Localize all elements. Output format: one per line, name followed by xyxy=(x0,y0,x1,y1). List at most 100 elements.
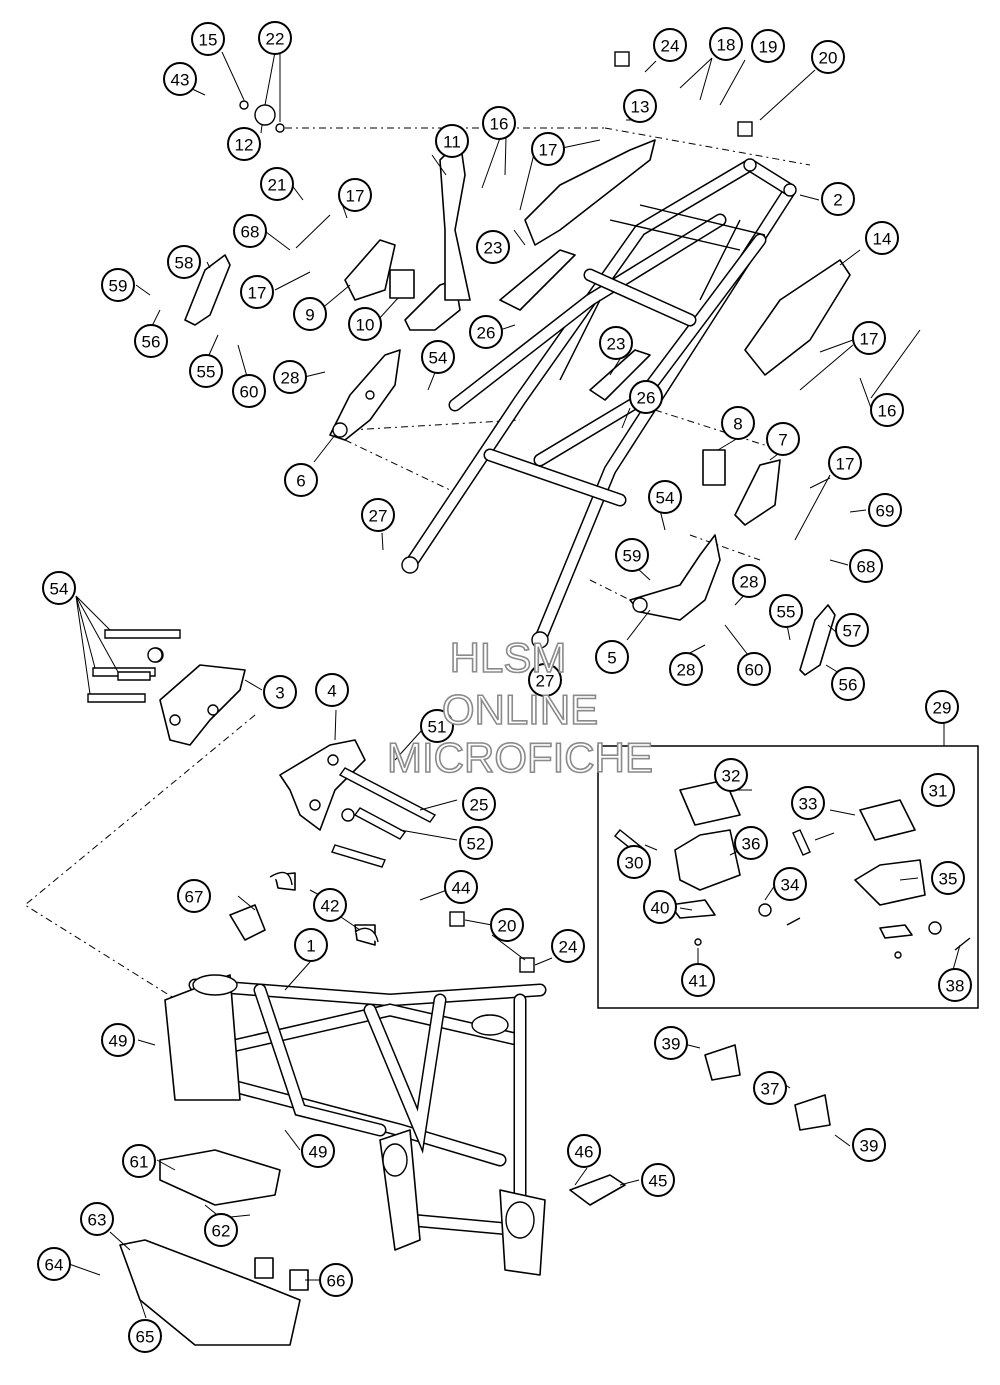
callout-15: 15 xyxy=(191,22,225,56)
callout-number: 27 xyxy=(536,672,555,691)
callout-26: 26 xyxy=(469,315,503,349)
callout-number: 68 xyxy=(857,558,876,577)
callout-10: 10 xyxy=(348,307,382,341)
callout-55: 55 xyxy=(769,594,803,628)
callout-number: 25 xyxy=(470,796,489,815)
callout-circle xyxy=(167,245,201,279)
callout-circle xyxy=(732,564,766,598)
callout-circle xyxy=(284,463,318,497)
callout-61: 61 xyxy=(122,1144,156,1178)
callout-number: 3 xyxy=(275,684,284,703)
callout-number: 36 xyxy=(742,835,761,854)
callout-number: 44 xyxy=(452,879,471,898)
callout-18: 18 xyxy=(709,27,743,61)
callout-circle xyxy=(714,758,748,792)
callout-17: 17 xyxy=(531,132,565,166)
callout-circle xyxy=(37,1247,71,1281)
callout-circle xyxy=(101,1023,135,1057)
callout-number: 14 xyxy=(873,230,892,249)
callout-31: 31 xyxy=(921,773,955,807)
callout-circle xyxy=(469,315,503,349)
callout-number: 2 xyxy=(833,191,842,210)
callout-number: 8 xyxy=(733,415,742,434)
callout-number: 69 xyxy=(876,502,895,521)
callout-26: 26 xyxy=(629,380,663,414)
callout-circle xyxy=(643,890,677,924)
callout-number: 49 xyxy=(309,1143,328,1162)
callout-20: 20 xyxy=(811,40,845,74)
callout-28: 28 xyxy=(273,360,307,394)
callout-circle xyxy=(240,275,274,309)
callout-circle xyxy=(567,1134,601,1168)
callout-64: 64 xyxy=(37,1247,71,1281)
callout-number: 39 xyxy=(662,1035,681,1054)
callout-number: 13 xyxy=(631,98,650,117)
watermark-line-3: MICROFICHE xyxy=(387,734,653,781)
callout-number: 68 xyxy=(241,223,260,242)
callout-44: 44 xyxy=(444,870,478,904)
callout-circle xyxy=(189,354,223,388)
callout-number: 60 xyxy=(745,661,764,680)
callout-number: 56 xyxy=(142,333,161,352)
callout-2: 2 xyxy=(821,182,855,216)
callout-number: 66 xyxy=(327,1272,346,1291)
callout-number: 64 xyxy=(45,1256,64,1275)
callout-circle xyxy=(444,870,478,904)
callout-17: 17 xyxy=(828,446,862,480)
callout-17: 17 xyxy=(240,275,274,309)
callout-number: 5 xyxy=(607,649,616,668)
callout-6: 6 xyxy=(284,463,318,497)
footpeg-kit-box xyxy=(597,745,979,1009)
callout-circle xyxy=(490,908,524,942)
callout-circle xyxy=(101,268,135,302)
callout-43: 43 xyxy=(163,62,197,96)
callout-57: 57 xyxy=(835,613,869,647)
callout-circle xyxy=(233,214,267,248)
callout-60: 60 xyxy=(232,374,266,408)
right-footrest-bracket xyxy=(629,534,721,621)
callout-circle xyxy=(80,1202,114,1236)
callout-number: 16 xyxy=(878,402,897,421)
callout-number: 45 xyxy=(649,1172,668,1191)
callout-5: 5 xyxy=(595,640,629,674)
callout-60: 60 xyxy=(737,652,771,686)
callout-circle xyxy=(734,826,768,860)
callout-number: 12 xyxy=(235,136,254,155)
callout-40: 40 xyxy=(643,890,677,924)
callout-9: 9 xyxy=(293,297,327,331)
callout-20: 20 xyxy=(490,908,524,942)
callout-49: 49 xyxy=(101,1023,135,1057)
callout-circle xyxy=(315,673,349,707)
callout-49: 49 xyxy=(301,1134,335,1168)
callout-number: 38 xyxy=(946,977,965,996)
callout-22: 22 xyxy=(258,21,292,55)
callout-4: 4 xyxy=(315,673,349,707)
callout-66: 66 xyxy=(319,1263,353,1297)
callout-32: 32 xyxy=(714,758,748,792)
callout-14: 14 xyxy=(865,221,899,255)
callout-19: 19 xyxy=(751,29,785,63)
callout-42: 42 xyxy=(313,888,347,922)
callout-circle xyxy=(831,667,865,701)
callout-58: 58 xyxy=(167,245,201,279)
callout-circle xyxy=(648,480,682,514)
callout-45: 45 xyxy=(641,1163,675,1197)
callout-circle xyxy=(709,27,743,61)
callout-38: 38 xyxy=(938,968,972,1002)
callout-circle xyxy=(421,340,455,374)
callout-68: 68 xyxy=(849,549,883,583)
callout-circle xyxy=(653,28,687,62)
callout-13: 13 xyxy=(623,89,657,123)
callout-69: 69 xyxy=(868,493,902,527)
callout-circle xyxy=(623,89,657,123)
callout-54: 54 xyxy=(421,340,455,374)
callout-65: 65 xyxy=(128,1319,162,1353)
callout-circle xyxy=(338,178,372,212)
callout-number: 16 xyxy=(490,115,509,134)
callout-circle xyxy=(821,182,855,216)
callout-circle xyxy=(629,380,663,414)
callout-number: 21 xyxy=(268,176,287,195)
callout-41: 41 xyxy=(681,963,715,997)
skid-plate xyxy=(119,1149,309,1346)
callout-number: 22 xyxy=(266,30,285,49)
